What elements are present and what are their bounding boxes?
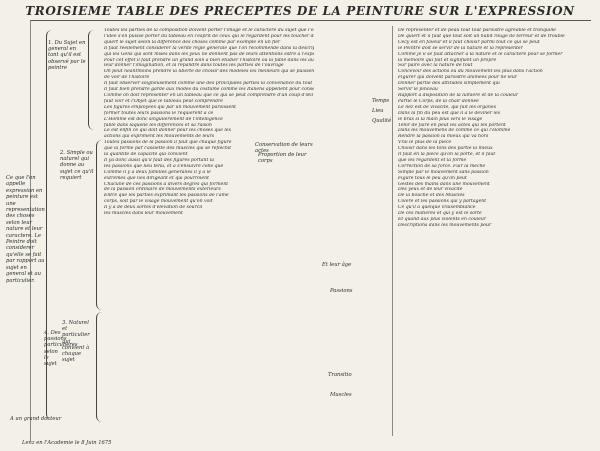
right-column-line: le bras si la main plus vers le visage [398, 116, 483, 122]
page-title: TROISIEME TABLE DES PRECEPTES DE LA PEIN… [25, 4, 575, 18]
right-column-line: Servir le pinceau [398, 87, 438, 93]
footer-bottom: Lenz en l'Academie le 8 Juin 1675 [22, 440, 112, 446]
left-column-line: Il ya donc aussi qu'il faut des figures … [104, 157, 214, 163]
right-column-line: Figurer qui doivent paroistre animées po… [398, 75, 517, 81]
right-column-line: que les regardent et la forme [398, 157, 467, 163]
left-column-line: corps, soit par le visage mouvement qu'o… [104, 199, 213, 205]
column-left-text: Toutes les parties de la composition doi… [104, 28, 314, 428]
left-column-line: faut voir et l'Objet que le tableau peut… [104, 98, 223, 104]
mid-label-2: Temps [372, 98, 390, 104]
left-column-line: L'Homme est donc singulierement de l'int… [104, 116, 223, 122]
left-column-line: On peut neantmoins prendre la liberté de… [104, 69, 314, 75]
brace-simple [96, 140, 103, 310]
right-column-line: Comme je il se faut attacher à la nature… [398, 51, 563, 57]
left-column-line: Il faut observer soigneusement comme une… [104, 81, 314, 87]
right-column-line: De quiert et il faut que tout soit un ha… [398, 33, 565, 39]
right-column-line: Tenir de faire en peut les actes qui les… [398, 122, 506, 128]
mid-label-5: Passions [330, 288, 353, 294]
brace-natural [96, 312, 103, 422]
right-column-line: Choisir dans les tons des partie la mieu… [398, 146, 493, 152]
intro-note: Ce que l'on appelle expression en peintu… [6, 175, 45, 284]
right-column-line: la memoire qui fait et signifiant un pro… [398, 57, 497, 63]
mid-label-1: Proportion de leur corps [258, 152, 307, 165]
right-column-line: Dans les mouvemens de comme ce qui l'Hom… [398, 128, 511, 134]
left-column-line: quiert le sujet selon la difference des … [104, 39, 281, 45]
left-column-line: la quantité de capacité qui convient [104, 152, 188, 158]
right-column-line: Il faut en la piece qu'on la porte, et i… [398, 152, 496, 158]
left-column-line: former toutes leurs passions le requiere… [104, 110, 214, 116]
left-column-line: Il y a de deux sortes d'elevation de sou… [104, 205, 203, 211]
right-column-line: Cecy est en faveur et il faut choisir pa… [398, 39, 540, 45]
right-column-line: Dans la fin du peu est que il a le devin… [398, 110, 501, 116]
mid-label-0: Conservation de leurs actes [255, 142, 313, 155]
mid-label-3: Lieu [372, 108, 384, 114]
left-column-line: Comme on doit representer en un tableau … [104, 92, 314, 98]
section-label-general: 1. Du Sujet en general en tant qu'il est… [48, 40, 86, 71]
right-column-line: Des yeux et de leur vivacité [398, 187, 463, 193]
section-label-natural: 3. Naturel et particulier qui convient à… [62, 320, 90, 364]
mid-label-7: Muscles [330, 392, 352, 398]
section-label-simple: 2. Simple ou naturel qui donne au sujet … [60, 150, 94, 181]
table-frame [30, 20, 591, 441]
right-column-line: Descriptions dans les mouvements pour [398, 222, 492, 228]
left-column-line: leur donner l'imagination, et la repandr… [104, 63, 284, 69]
right-column-line: Sur paire avec la nature de tout [398, 63, 473, 69]
mid-label-8: Et leur âge [322, 262, 352, 268]
left-column-line: Les figures employées qui par un mouveme… [104, 104, 237, 110]
left-column-line: de voir de l'histoire [104, 75, 150, 81]
left-column-line: Il faut réellement considerer la verite … [104, 45, 314, 51]
left-column-line: qui les Gens qui sont mises dans les yeu… [104, 51, 314, 57]
right-column-line: Rapport à disposition de la lumiere et d… [398, 92, 519, 98]
right-column-line: Vrai le plus de la piece [398, 140, 452, 146]
left-column-line: Pour cet effet il faut prendre un grand … [104, 57, 314, 63]
left-column-line: les passions que lieu tenu, et à s'ensui… [104, 163, 224, 169]
right-column-line: Gestes des mains dans une mouvement [398, 181, 490, 187]
right-column-line: Concevoir des actions ou du mouvement le… [398, 69, 543, 75]
right-column-line: Le nez est de vivacité, qui fait les org… [398, 104, 496, 110]
footer-left: A un grand docteur [10, 416, 62, 422]
brace-outer [46, 30, 53, 420]
right-column-line: Colere et les passions qui y partagent [398, 199, 487, 205]
mid-label-6: Transitio [328, 372, 352, 378]
left-column-line: l'idée s'en puisse porter du tableau en … [104, 33, 314, 39]
column-divider [392, 26, 393, 436]
left-column-line: Le est enfin ce qui doit donner pour les… [104, 128, 231, 134]
left-column-line: extremes que lies dirigeant et qui pourr… [104, 175, 209, 181]
right-column-line: Ce qu'il a quelque vraisemblance [398, 205, 476, 211]
left-column-line: actions qui expriment les mouvements de … [104, 134, 215, 140]
right-column-line: Simple par le mouvement sans passion [398, 169, 489, 175]
left-column-line: fable dans laquelle les differences et s… [104, 122, 212, 128]
left-column-line: Toutes les parties de la composition doi… [104, 28, 314, 33]
right-column-line: Et quand aux plus violents en couleur [398, 217, 487, 222]
brace-general [88, 30, 95, 130]
right-column-line: De ces matières et qui y est le sorte [398, 211, 482, 217]
right-column-line: Partie le Corps, de la chair donnée [398, 98, 479, 104]
left-column-line: que la forme par l'assiette des muscles … [104, 146, 232, 152]
right-column-line: Donner partie des attitudes simplement q… [398, 81, 500, 87]
right-column-line: Rendre la passion la mieux qui va hors [398, 134, 489, 140]
right-column-line: Correction de sa force. Fuir la meche [398, 163, 486, 169]
right-column-line: De representer et de peau tout tout paro… [398, 28, 556, 33]
column-right-text: De representer et de peau tout tout paro… [398, 28, 594, 428]
left-column-line: Il faut bien prendre garde aux modes du … [104, 87, 314, 93]
left-column-line: Entre que les parties exprimant les pass… [104, 193, 229, 199]
mid-label-4: Qualité [372, 118, 392, 124]
left-column-line: Comme il y a deux familles generalles il… [104, 169, 211, 175]
left-column-line: de la passion ordinaire de mouvements ex… [104, 187, 221, 193]
left-column-line: Chacune de ces passions a divers degrés … [104, 181, 229, 187]
right-column-line: De la bouche et des Muscles [398, 193, 465, 199]
left-column-line: Toutes passions de la passion il faut qu… [104, 140, 232, 146]
right-column-line: Figure tous le peu qu'on peut [398, 175, 467, 181]
right-column-line: le Peintre doit se servir de la nature e… [398, 45, 523, 51]
left-column-line: les muscles dans leur mouvement [104, 211, 183, 217]
